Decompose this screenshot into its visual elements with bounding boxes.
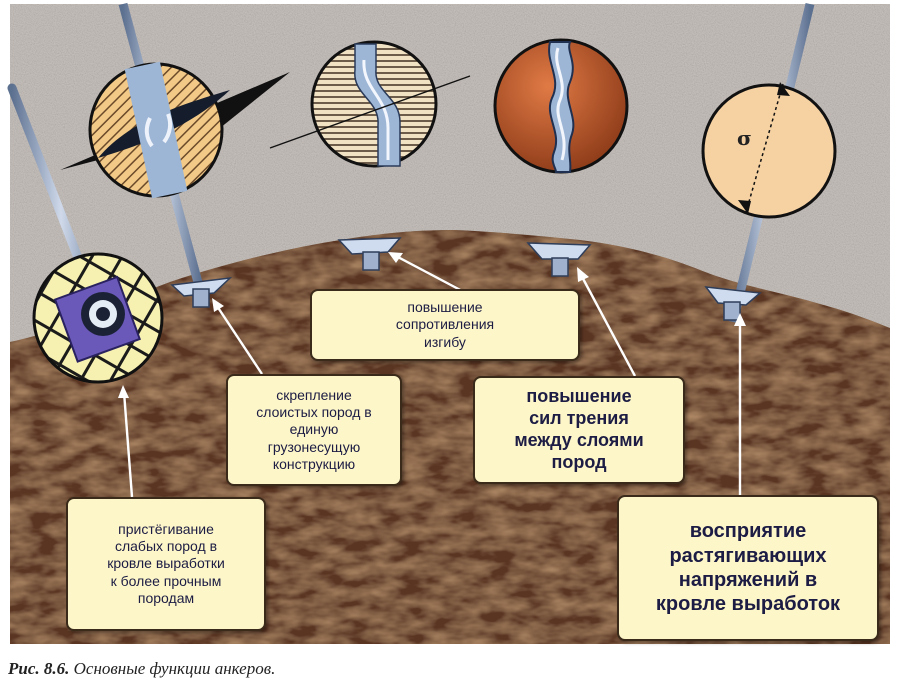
disc-friction-detail — [493, 38, 629, 174]
label-suspension: пристёгивание слабых пород в кровле выра… — [66, 497, 266, 631]
bearing-plates — [170, 237, 762, 321]
leader-arrows — [118, 252, 746, 498]
disc-tension-detail — [701, 82, 837, 219]
disc-shear-detail — [60, 61, 290, 199]
label-bending: повышение сопротивления изгибу — [310, 289, 580, 361]
caption-prefix: Рис. 8.6. — [8, 659, 70, 678]
caption-text: Основные функции анкеров. — [73, 659, 276, 678]
label-tension: восприятие растягивающих напряжений в кр… — [617, 495, 879, 641]
figure-caption: Рис. 8.6. Основные функции анкеров. — [8, 659, 275, 685]
sigma-symbol: σ — [737, 126, 752, 150]
label-binding: скрепление слоистых пород в единую грузо… — [226, 374, 402, 486]
disc-layered-detail — [269, 40, 471, 168]
label-friction: повышение сил трения между слоями пород — [473, 376, 685, 484]
disc-mesh-detail — [32, 252, 164, 384]
